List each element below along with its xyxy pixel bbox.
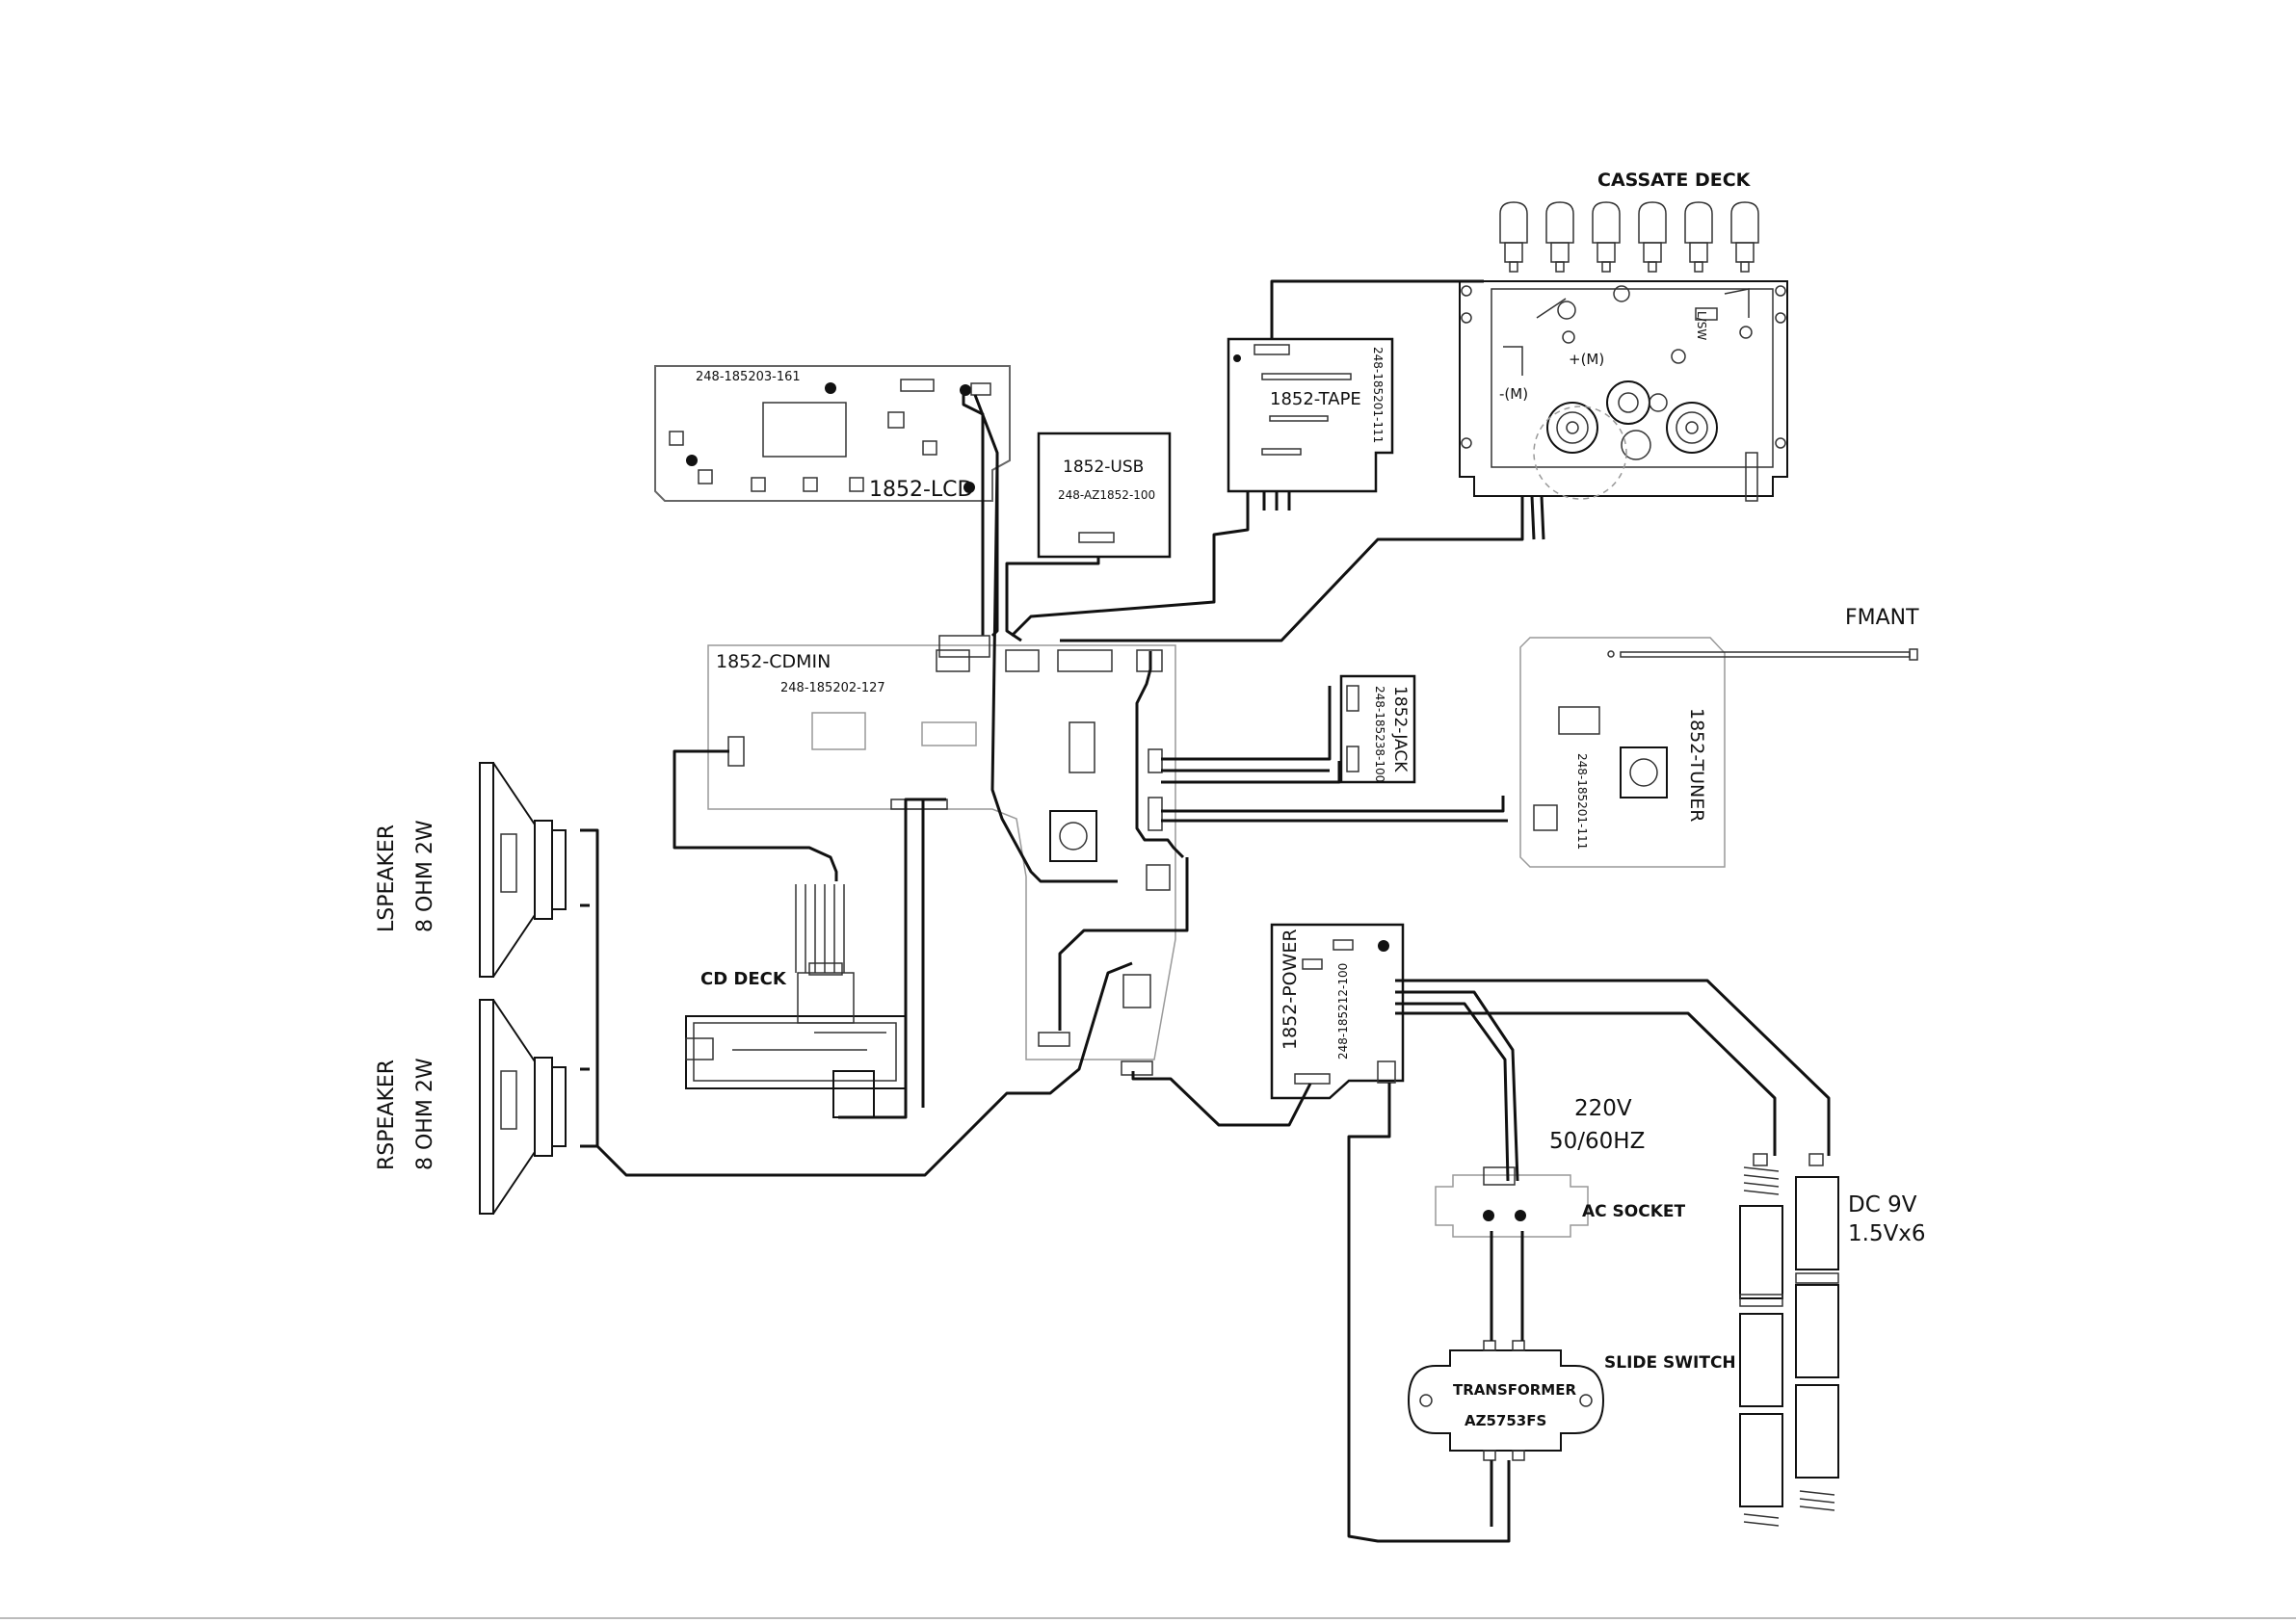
rspeaker-spec: 8 OHM 2W bbox=[413, 1058, 437, 1170]
usb-part-number: 248-AZ1852-100 bbox=[1058, 488, 1155, 502]
fm-antenna: FMANT bbox=[1607, 606, 1919, 661]
lspeaker-spec: 8 OHM 2W bbox=[413, 820, 437, 932]
mains-frequency: 50/60HZ bbox=[1549, 1129, 1645, 1154]
tuner-part-number: 248-185201-111 bbox=[1575, 753, 1589, 850]
transformer: TRANSFORMER AZ5753FS bbox=[1407, 1340, 1605, 1461]
svg-text:-(M): -(M) bbox=[1499, 385, 1528, 403]
fmant-label: FMANT bbox=[1845, 606, 1919, 630]
ac-socket: AC SOCKET 220V 50/60HZ bbox=[1435, 1096, 1686, 1238]
board-tuner: 1852-TUNER 248-185201-111 bbox=[1519, 637, 1726, 868]
battery-pack: DC 9V 1.5Vx6 bbox=[1739, 1153, 1926, 1527]
speaker-left: LSPEAKER 8 OHM 2W bbox=[375, 762, 567, 978]
svg-text:L/SW: L/SW bbox=[1695, 311, 1708, 340]
transformer-name: TRANSFORMER bbox=[1453, 1381, 1576, 1399]
battery-spec: 1.5Vx6 bbox=[1848, 1221, 1926, 1246]
jack-board-name: 1852-JACK bbox=[1390, 686, 1410, 772]
cdmin-board-name: 1852-CDMIN bbox=[716, 651, 831, 672]
board-tape: 1852-TAPE 248-185201-111 bbox=[1227, 337, 1394, 493]
lcd-part-number: 248-185203-161 bbox=[696, 370, 801, 384]
jack-part-number: 248-185238-100 bbox=[1373, 686, 1386, 782]
svg-text:+(M): +(M) bbox=[1569, 351, 1604, 368]
ac-socket-label: AC SOCKET bbox=[1582, 1202, 1686, 1221]
board-jack: 1852-JACK 248-185238-100 bbox=[1339, 674, 1416, 784]
mains-voltage: 220V bbox=[1574, 1096, 1632, 1121]
slide-switch-label: SLIDE SWITCH bbox=[1604, 1353, 1736, 1373]
board-cdmin: 1852-CDMIN 248-185202-127 bbox=[707, 644, 1176, 1076]
power-board-name: 1852-POWER bbox=[1280, 929, 1301, 1050]
tape-part-number: 248-185201-111 bbox=[1371, 347, 1385, 443]
cd-deck-ribbon bbox=[795, 884, 845, 973]
cd-deck-label: CD DECK bbox=[700, 969, 787, 989]
power-part-number: 248-185212-100 bbox=[1336, 963, 1350, 1060]
wiring bbox=[580, 279, 1831, 1543]
cdmin-part-number: 248-185202-127 bbox=[780, 681, 885, 695]
board-lcd: 248-185203-161 1852-LCD bbox=[654, 365, 1011, 502]
lspeaker-name: LSPEAKER bbox=[375, 825, 399, 932]
cassette-deck: CASSATE DECK +(M) -(M) L/SW bbox=[1459, 170, 1788, 502]
rspeaker-name: RSPEAKER bbox=[375, 1060, 399, 1170]
usb-board-name: 1852-USB bbox=[1063, 458, 1144, 477]
transformer-model: AZ5753FS bbox=[1465, 1412, 1546, 1429]
cd-deck: CD DECK bbox=[685, 884, 907, 1118]
speaker-right: RSPEAKER 8 OHM 2W bbox=[375, 999, 567, 1215]
dc-voltage: DC 9V bbox=[1848, 1192, 1917, 1217]
board-usb: 1852-USB 248-AZ1852-100 bbox=[1037, 432, 1172, 559]
lcd-board-name: 1852-LCD bbox=[869, 478, 974, 502]
tape-board-name: 1852-TAPE bbox=[1270, 389, 1361, 409]
tuner-board-name: 1852-TUNER bbox=[1686, 708, 1707, 822]
cassette-deck-label: CASSATE DECK bbox=[1597, 170, 1752, 191]
cassette-keys bbox=[1499, 201, 1759, 273]
board-power: 1852-POWER 248-185212-100 bbox=[1270, 923, 1405, 1100]
